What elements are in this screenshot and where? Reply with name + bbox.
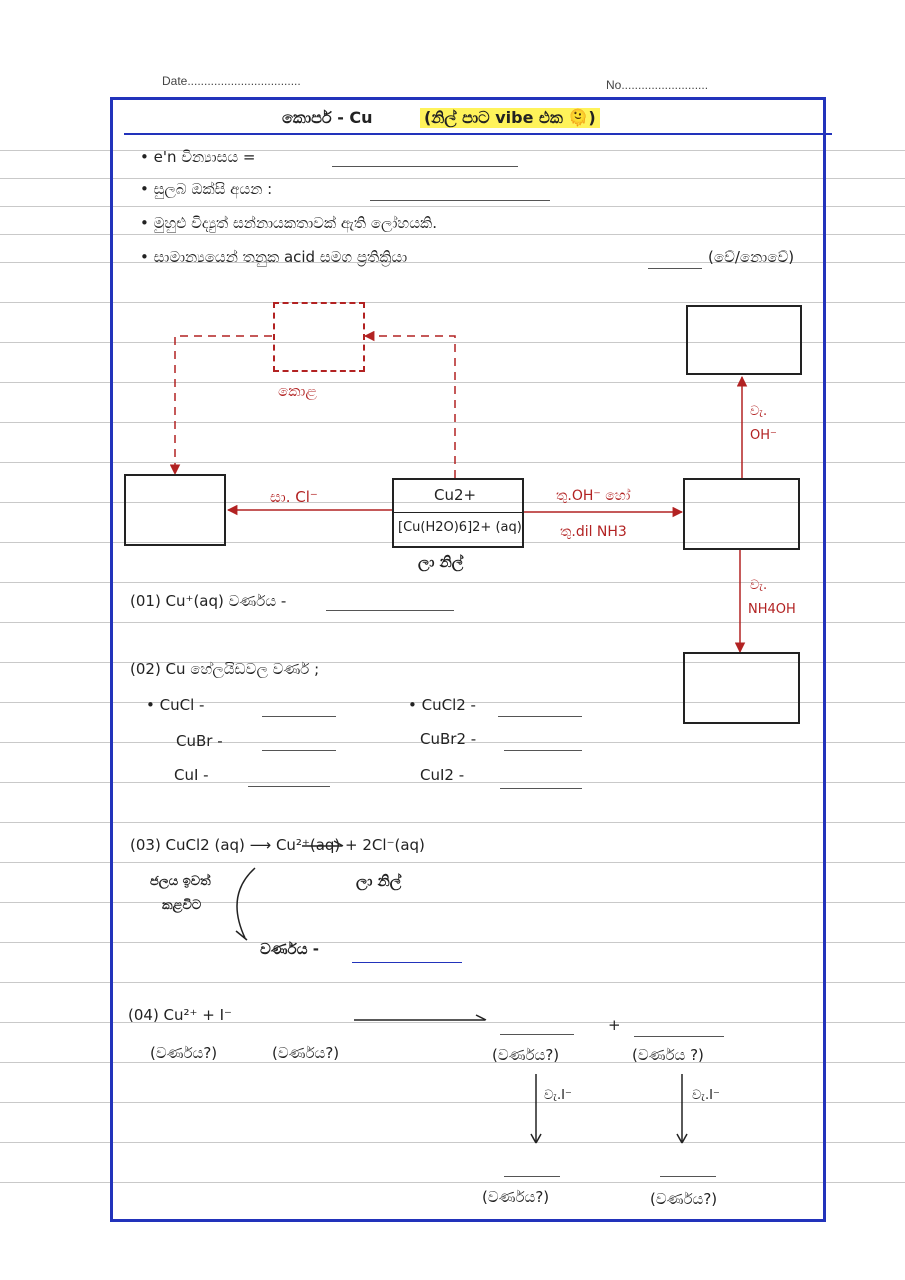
halide-cucl: • CuCl - [146, 696, 205, 714]
bullet-conductivity: • මුහුළු විද්‍යුත් සන්නායකතාවක් ඇති ලෝහය… [140, 214, 437, 232]
answer-line [262, 750, 336, 751]
halide-cui2: CuI2 - [420, 766, 465, 784]
question-01: (01) Cu⁺(aq) වර්ණය - [130, 592, 287, 610]
q4-colour-product-2: (වර්ණය ?) [632, 1046, 704, 1064]
q4-colour-product-1: (වර්ණය?) [492, 1046, 560, 1064]
answer-line [504, 1176, 560, 1177]
dilute-hydroxide-label: තු.OH⁻ හෝ [556, 488, 631, 504]
answer-line [332, 166, 518, 167]
bullet-electron-config: • e'n වින්‍යාසය = [140, 148, 256, 166]
title-divider [124, 133, 832, 135]
pale-blue-caption: ලා නිල් [418, 553, 464, 571]
answer-line [370, 200, 550, 201]
halide-cubr2: CuBr2 - [420, 730, 477, 748]
bullet-common-ions: • සුලබ ඔක්සි අයන : [140, 180, 273, 198]
q3-colour-label: වර්ණය - [260, 940, 319, 958]
bullet-acid-reaction: • සාමාන්‍යයෙන් තනුක acid සමග ප්‍රතික්‍රි… [140, 248, 408, 266]
answer-line [500, 788, 582, 789]
heat-label: කොළ [278, 382, 317, 400]
question-04-lhs: (04) Cu²⁺ + I⁻ [128, 1006, 232, 1024]
excess-label: වැ. [750, 404, 768, 419]
q4-plus: + [608, 1016, 621, 1034]
q4-final-colour-2: (වර්ණය?) [650, 1190, 718, 1208]
when-removed-label: කළවිට [162, 898, 202, 913]
copper-ion-label: Cu2+ [434, 486, 477, 504]
page-frame [110, 97, 826, 1222]
halide-cui: CuI - [174, 766, 209, 784]
answer-line [660, 1176, 716, 1177]
answer-line [326, 610, 454, 611]
ammonia-complex-box [683, 652, 800, 724]
water-removed-label: ජලය ඉවත් [150, 874, 211, 889]
answer-line [248, 786, 330, 787]
heated-product-box [273, 302, 365, 372]
excess-iodide-2: වැ.I⁻ [692, 1088, 720, 1103]
acid-reaction-choice: (වේ/නොවේ) [708, 248, 795, 266]
answer-line [262, 716, 336, 717]
title-highlight: (නිල් පාට vibe එක 🫠) [420, 108, 600, 128]
q4-final-colour-1: (වර්ණය?) [482, 1188, 550, 1206]
hydroxide-precipitate-box [683, 478, 800, 550]
date-field: Date.................................. [162, 74, 301, 88]
excess-iodide-1: වැ.I⁻ [544, 1088, 572, 1103]
answer-line [504, 750, 582, 751]
question-02-title: (02) Cu හේලයිඩවල වර්ණ ; [130, 660, 320, 678]
copper-ion-box [392, 478, 524, 548]
answer-line [352, 962, 462, 963]
number-field: No.......................... [606, 78, 709, 92]
ammonium-hydroxide-label: NH4OH [748, 602, 796, 617]
q4-colour-iodide: (වර්ණය?) [272, 1044, 340, 1062]
halide-cucl2: • CuCl2 - [408, 696, 476, 714]
answer-line [498, 716, 582, 717]
answer-line [500, 1034, 574, 1035]
hydroxide-excess-box [686, 305, 802, 375]
halide-cubr: CuBr - [176, 732, 223, 750]
answer-line [634, 1036, 724, 1037]
question-03-equation: (03) CuCl2 (aq) ⟶ Cu²⁺(aq) + 2Cl⁻(aq) [130, 836, 425, 854]
excess-label: වැ. [750, 578, 768, 593]
chloride-product-box [124, 474, 226, 546]
page-title: කොපර් - Cu [282, 108, 373, 127]
conc-chloride-label: සා. Cl⁻ [270, 488, 318, 506]
answer-line [648, 268, 702, 269]
pale-blue-caption-q3: ලා නිල් [356, 872, 402, 890]
hydroxide-label: OH⁻ [750, 428, 777, 443]
q4-colour-cu: (වර්ණය?) [150, 1044, 218, 1062]
box-divider [392, 512, 524, 513]
dilute-ammonia-label: තු.dil NH3 [560, 524, 627, 540]
aqua-complex-label: [Cu(H2O)6]2+ (aq) [398, 520, 522, 535]
